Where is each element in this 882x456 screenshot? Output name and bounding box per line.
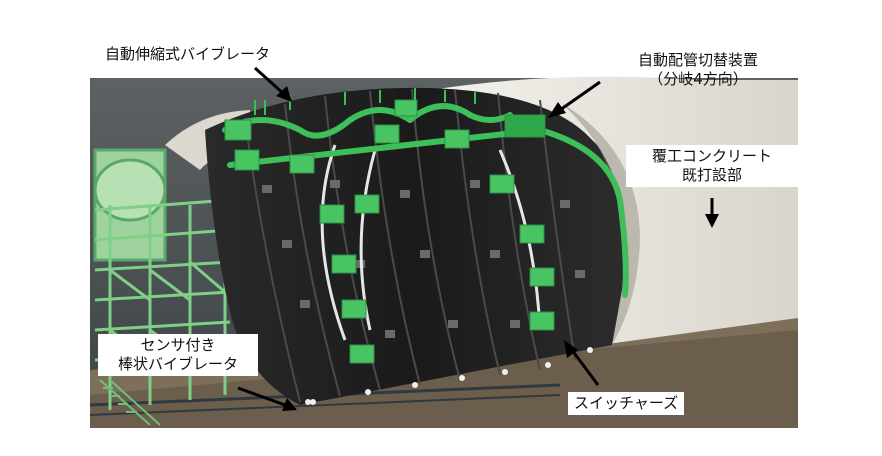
existing-concrete-lining — [430, 76, 798, 346]
label-pipe-switch: 自動配管切替装置 （分岐4方向） — [614, 51, 782, 89]
label-auto-vibrator: 自動伸縮式バイブレータ — [105, 45, 271, 63]
label-sensor-vibrator: センサ付き 棒状バイブレータ — [98, 334, 258, 376]
label-sensor-vibrator-line2: 棒状バイブレータ — [117, 355, 238, 373]
label-switch-chargers: スイッチャーズ — [568, 392, 685, 415]
sensor-rod-vibrators — [305, 347, 593, 405]
label-pipe-switch-line1: 自動配管切替装置 — [637, 51, 758, 69]
label-existing-concrete: 覆工コンクリート 既打設部 — [626, 145, 798, 187]
label-pipe-switch-line2: （分岐4方向） — [648, 70, 748, 88]
label-existing-concrete-line1: 覆工コンクリート — [651, 147, 772, 165]
callout-arrows — [237, 66, 719, 411]
label-sensor-vibrator-line1: センサ付き — [140, 336, 216, 354]
vibrator-pipe-network — [222, 103, 629, 298]
label-existing-concrete-line2: 既打設部 — [681, 166, 742, 184]
vibrator-units — [224, 99, 555, 364]
